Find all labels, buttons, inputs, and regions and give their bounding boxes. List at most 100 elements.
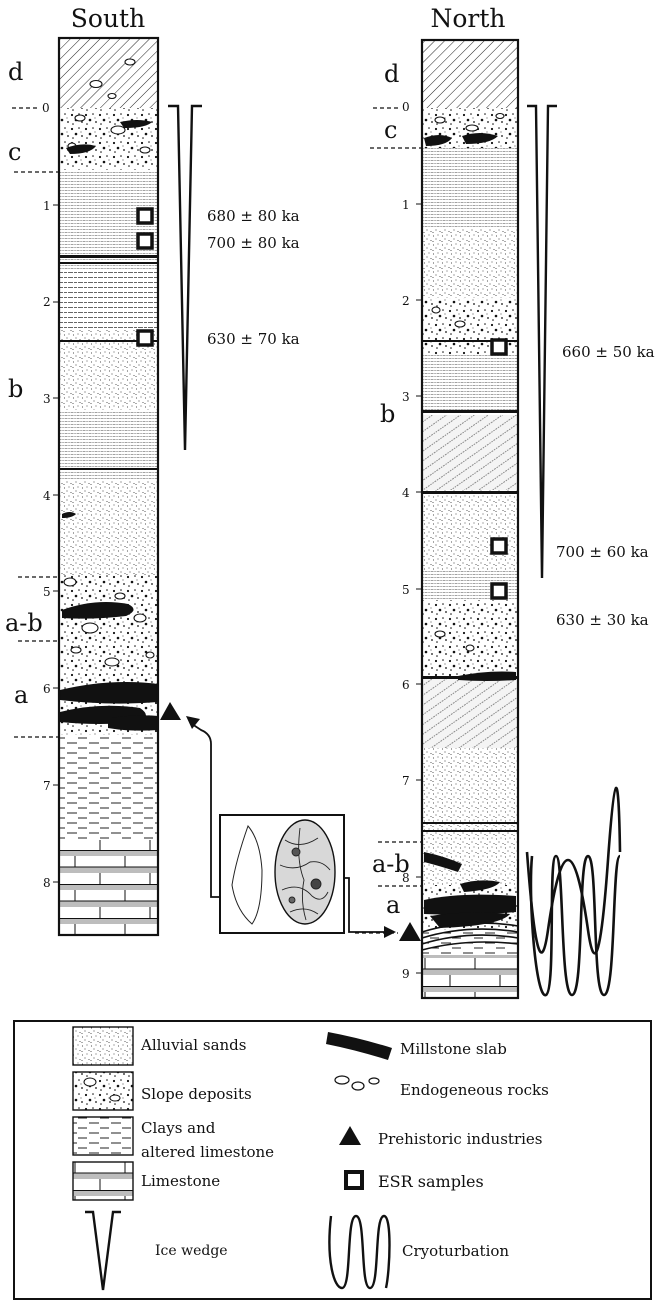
south-endogeneous-rocks	[63, 58, 155, 667]
south-depth-label: 3	[43, 392, 51, 406]
legend-millstone-icon	[326, 1032, 392, 1060]
north-depth-label: 6	[402, 678, 410, 692]
south-layer-b2	[59, 270, 158, 330]
legend-alluvial-swatch	[72, 1026, 134, 1066]
legend-prehistoric-label: Prehistoric industries	[378, 1130, 542, 1148]
north-column-frame	[420, 38, 520, 1000]
south-millstone-slabs	[60, 120, 158, 731]
south-unit-label: c	[8, 138, 21, 166]
north-unit-label: b	[380, 400, 395, 428]
north-depth-label: 2	[402, 294, 410, 308]
north-column: North	[355, 4, 655, 1000]
south-layer-c	[59, 108, 158, 170]
north-cryoturbation	[525, 786, 622, 955]
legend-esr-label: ESR samples	[378, 1172, 484, 1191]
legend-clays-label-2: altered limestone	[141, 1143, 274, 1161]
south-unit-label: a	[14, 681, 28, 709]
north-depth-label: 7	[402, 774, 410, 788]
legend-limestone-swatch	[72, 1161, 134, 1201]
legend-endogeneous-label: Endogeneous rocks	[400, 1081, 549, 1099]
south-depth-label: 7	[43, 779, 51, 793]
south-column-frame	[57, 36, 160, 937]
north-millstone-slabs	[424, 133, 516, 928]
north-layer-d	[422, 40, 518, 108]
south-layer-clays	[59, 735, 158, 840]
north-depth-label: 8	[402, 871, 410, 885]
legend-limestone-label: Limestone	[141, 1172, 220, 1190]
esr-sample-icon	[490, 582, 508, 600]
north-unit-letters: d c b a-b a	[372, 60, 410, 919]
arrow-to-north-line	[344, 877, 384, 933]
south-unit-label: d	[8, 58, 23, 86]
north-date-label: 700 ± 60 ka	[556, 543, 649, 561]
north-date-label: 630 ± 30 ka	[556, 611, 649, 629]
south-unit-label: b	[8, 375, 23, 403]
legend-endogeneous-icon	[334, 1075, 380, 1091]
south-ice-wedge	[168, 104, 202, 451]
south-depth-label: 2	[43, 295, 51, 309]
south-band	[59, 340, 158, 342]
north-prehistoric-industry-icon	[399, 922, 421, 941]
legend-slope-label: Slope deposits	[141, 1085, 252, 1103]
north-date-label: 660 ± 50 ka	[562, 343, 655, 361]
legend-ice-wedge-label: Ice wedge	[155, 1243, 228, 1259]
legend-prehistoric-icon	[339, 1126, 361, 1145]
south-layer-limestone	[59, 840, 158, 935]
south-unit-letters: d c b a-b a	[5, 58, 43, 709]
legend-cryoturbation-icon	[328, 1214, 391, 1290]
south-depth-label: 0	[42, 101, 50, 115]
arrow-to-south-head	[186, 716, 200, 729]
legend-slope-swatch	[72, 1071, 134, 1111]
south-depth-label: 6	[43, 682, 51, 696]
legend-frame	[13, 1020, 652, 1300]
legend-millstone-label: Millstone slab	[400, 1040, 507, 1058]
esr-sample-icon	[490, 338, 508, 356]
artifact-profile-outline	[231, 825, 263, 925]
south-layer-b5	[59, 480, 158, 575]
artifact-inset	[186, 716, 396, 938]
south-column: South	[5, 4, 300, 937]
legend-clays-swatch	[72, 1116, 134, 1156]
north-depth-label: 4	[402, 486, 410, 500]
north-layer-b1	[422, 148, 518, 228]
artifact-flake-scars	[279, 827, 331, 921]
north-depth-scale: 0 1 2 3 4 5 6 7 8 9	[355, 100, 422, 981]
esr-sample-icon	[136, 207, 154, 225]
legend-esr-icon	[344, 1170, 364, 1190]
north-esr-dates: 660 ± 50 ka 700 ± 60 ka 630 ± 30 ka	[556, 343, 655, 629]
north-layer-b10	[422, 748, 518, 840]
north-ice-wedge	[527, 104, 557, 579]
north-unit-label: a	[386, 891, 400, 919]
north-folded-layers	[421, 922, 519, 951]
legend-alluvial-label: Alluvial sands	[140, 1036, 246, 1054]
legend-ice-wedge-icon	[85, 1210, 121, 1291]
south-depth-label: 4	[43, 489, 51, 503]
south-title: South	[71, 4, 145, 33]
north-cryoturbation-loops	[529, 854, 622, 997]
south-unit-label: a-b	[5, 609, 43, 637]
south-depth-label: 1	[43, 199, 51, 213]
south-band	[59, 468, 158, 470]
esr-sample-icon	[136, 329, 154, 347]
north-esr-samples	[490, 338, 508, 600]
north-title: North	[430, 4, 505, 33]
south-date-label: 700 ± 80 ka	[207, 234, 300, 252]
north-unit-label: a-b	[372, 850, 410, 878]
esr-sample-icon	[490, 537, 508, 555]
north-depth-label: 3	[402, 390, 410, 404]
north-layer-b5	[422, 415, 518, 490]
south-depth-scale: 0 1 2 3 4 5 6 7 8	[12, 101, 59, 890]
north-endogeneous-rocks	[431, 112, 505, 652]
north-depth-label: 0	[402, 100, 410, 114]
north-unit-label: c	[384, 116, 397, 144]
north-depth-label: 1	[402, 198, 410, 212]
north-depth-label: 9	[402, 967, 410, 981]
legend-right-labels: Millstone slab Endogeneous rocks Prehist…	[378, 1040, 549, 1260]
esr-sample-icon	[136, 232, 154, 250]
north-layer-b4	[422, 355, 518, 415]
legend-left-labels: Alluvial sands Slope deposits Clays and …	[140, 1036, 274, 1259]
south-date-label: 680 ± 80 ka	[207, 207, 300, 225]
north-layer-b2	[422, 228, 518, 298]
north-layer-b6	[422, 490, 518, 570]
